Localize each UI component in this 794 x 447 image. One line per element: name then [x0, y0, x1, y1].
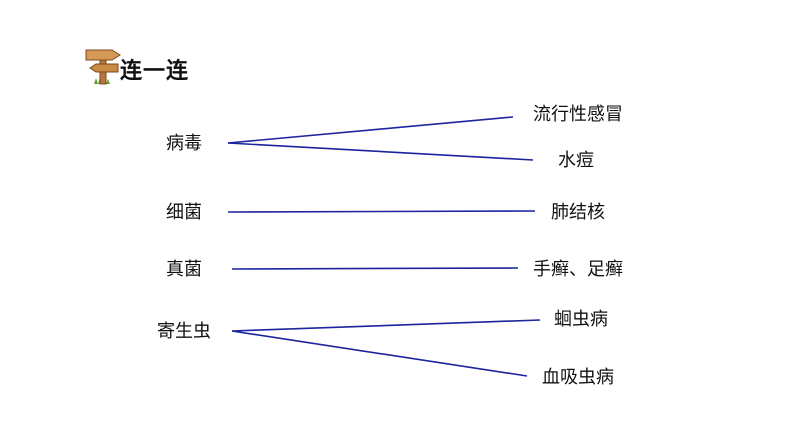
right-item-schistosomiasis: 血吸虫病: [542, 367, 614, 388]
right-item-chickenpox: 水痘: [558, 150, 594, 171]
link-真菌-手癣足癣: [231, 267, 519, 270]
right-item-tinea: 手癣、足癣: [533, 259, 623, 280]
left-item-bacteria: 细菌: [166, 202, 202, 223]
right-item-ascariasis: 蛔虫病: [554, 309, 608, 330]
page-title: 连一连: [120, 59, 190, 84]
left-item-fungi: 真菌: [166, 259, 202, 280]
link-寄生虫-血吸虫病: [231, 330, 528, 377]
left-item-parasite: 寄生虫: [157, 321, 211, 342]
link-细菌-肺结核: [227, 210, 536, 213]
right-item-influenza: 流行性感冒: [533, 104, 623, 125]
signpost-icon: [85, 49, 121, 85]
link-寄生虫-蛔虫病: [231, 319, 541, 332]
right-item-tuberculosis: 肺结核: [551, 202, 605, 223]
left-item-virus: 病毒: [166, 133, 202, 154]
link-病毒-流行性感冒: [227, 116, 514, 144]
link-病毒-水痘: [227, 142, 534, 161]
